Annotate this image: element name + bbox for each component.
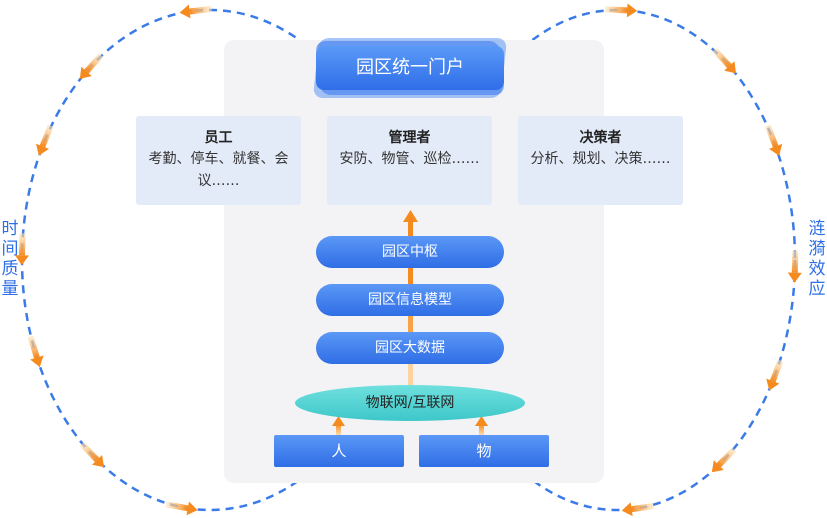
loop-arrow-icon: [79, 53, 104, 79]
layer-pill-info-model[interactable]: 园区信息模型: [316, 284, 504, 316]
source-box-things[interactable]: 物: [419, 435, 549, 467]
portal-label: 园区统一门户: [356, 57, 464, 78]
loop-arrow-icon: [165, 501, 198, 516]
network-ellipse[interactable]: 物联网/互联网: [295, 385, 525, 421]
loop-arrow-icon: [621, 502, 654, 517]
role-desc: 考勤、停车、就餐、会议……: [148, 151, 289, 189]
core-stem: [408, 222, 413, 238]
arrow-up-icon: [403, 210, 418, 222]
role-card-manager[interactable]: 管理者 安防、物管、巡检……: [327, 116, 492, 205]
role-desc: 安防、物管、巡检……: [339, 151, 480, 167]
layer-connector: [408, 362, 413, 386]
role-title: 决策者: [579, 130, 622, 146]
loop-arrow-icon: [79, 441, 105, 468]
role-title: 员工: [204, 130, 233, 146]
source-stem: [479, 424, 484, 436]
loop-arrow-icon: [27, 335, 44, 368]
loop-arrow-icon: [787, 250, 802, 283]
loop-arrow-icon: [14, 233, 29, 266]
role-card-decision-maker[interactable]: 决策者 分析、规划、决策……: [518, 116, 683, 205]
layer-pill-big-data[interactable]: 园区大数据: [316, 332, 504, 364]
layer-connector: [408, 313, 413, 333]
role-desc: 分析、规划、决策……: [530, 151, 671, 167]
layer-pill-hub[interactable]: 园区中枢: [316, 236, 504, 268]
loop-arrow-icon: [179, 4, 212, 19]
layer-connector: [408, 266, 413, 286]
role-title: 管理者: [388, 130, 431, 146]
loop-arrow-icon: [605, 3, 638, 18]
source-box-people[interactable]: 人: [274, 435, 404, 467]
side-label-right: 涟漪效应: [808, 219, 826, 299]
portal-banner[interactable]: 园区统一门户: [312, 38, 508, 98]
arrow-up-icon: [475, 416, 488, 426]
loop-arrow-icon: [36, 124, 54, 156]
loop-arrow-icon: [711, 447, 737, 473]
loop-arrow-icon: [766, 359, 784, 391]
arrow-up-icon: [332, 416, 345, 426]
loop-arrow-icon: [765, 124, 783, 156]
role-card-employee[interactable]: 员工 考勤、停车、就餐、会议……: [136, 116, 301, 205]
source-stem: [336, 424, 341, 436]
loop-arrow-icon: [712, 47, 737, 74]
side-label-left: 时间质量: [1, 219, 19, 299]
